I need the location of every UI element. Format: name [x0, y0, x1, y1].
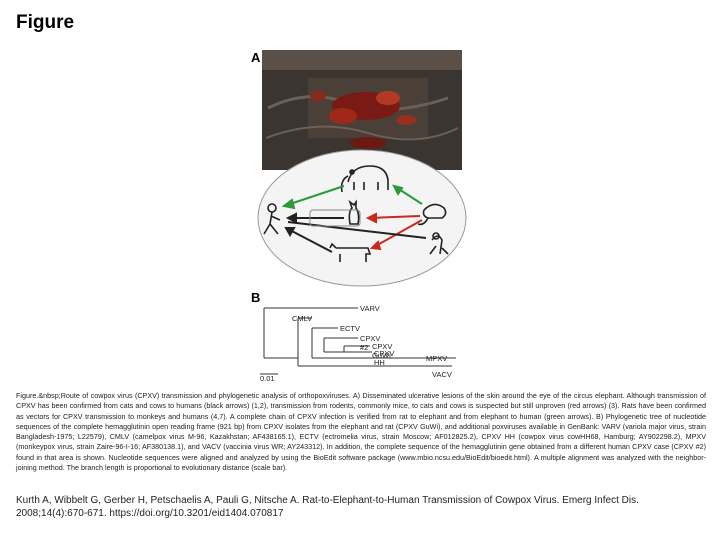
panel-b-label: B: [251, 290, 261, 305]
transmission-oval: [257, 149, 467, 287]
tree-leaf-label: MPXV: [426, 354, 448, 363]
monkey-icon: [429, 232, 449, 255]
rat-icon: [417, 203, 447, 226]
elephant-skin-photo: [262, 50, 462, 170]
page-title: Figure: [16, 12, 75, 33]
cow-icon: [329, 242, 372, 262]
elephant-icon: [340, 165, 389, 193]
human-icon: [263, 203, 281, 235]
tree-leaf-label: CPXV GuWi: [372, 342, 393, 360]
cat-icon: [348, 199, 360, 225]
figure-graphic: [257, 50, 467, 375]
tree-leaf-label: CPXV HH: [374, 349, 395, 367]
black-arrows: [284, 212, 427, 253]
figure-caption: Figure.&nbsp;Route of cowpox virus (CPXV…: [16, 391, 706, 473]
tree-leaf-label: ECTV: [340, 324, 361, 333]
phylogenetic-tree: [260, 307, 456, 375]
tree-leaf-label: CPXV #2: [360, 334, 381, 352]
tree-leaf-label: VARV: [360, 304, 380, 313]
figure-panel: A B VARV CMLV ECTV CPXV #2 CPXV GuWi CPX…: [248, 48, 470, 383]
tree-leaf-label: VACV: [432, 370, 452, 379]
tree-leaf-label: CMLV: [292, 314, 313, 323]
green-arrows: [281, 184, 423, 210]
panel-a-label: A: [251, 50, 261, 65]
citation: Kurth A, Wibbelt G, Gerber H, Petschaeli…: [16, 495, 639, 519]
scale-bar-label: 0.01: [260, 374, 275, 383]
